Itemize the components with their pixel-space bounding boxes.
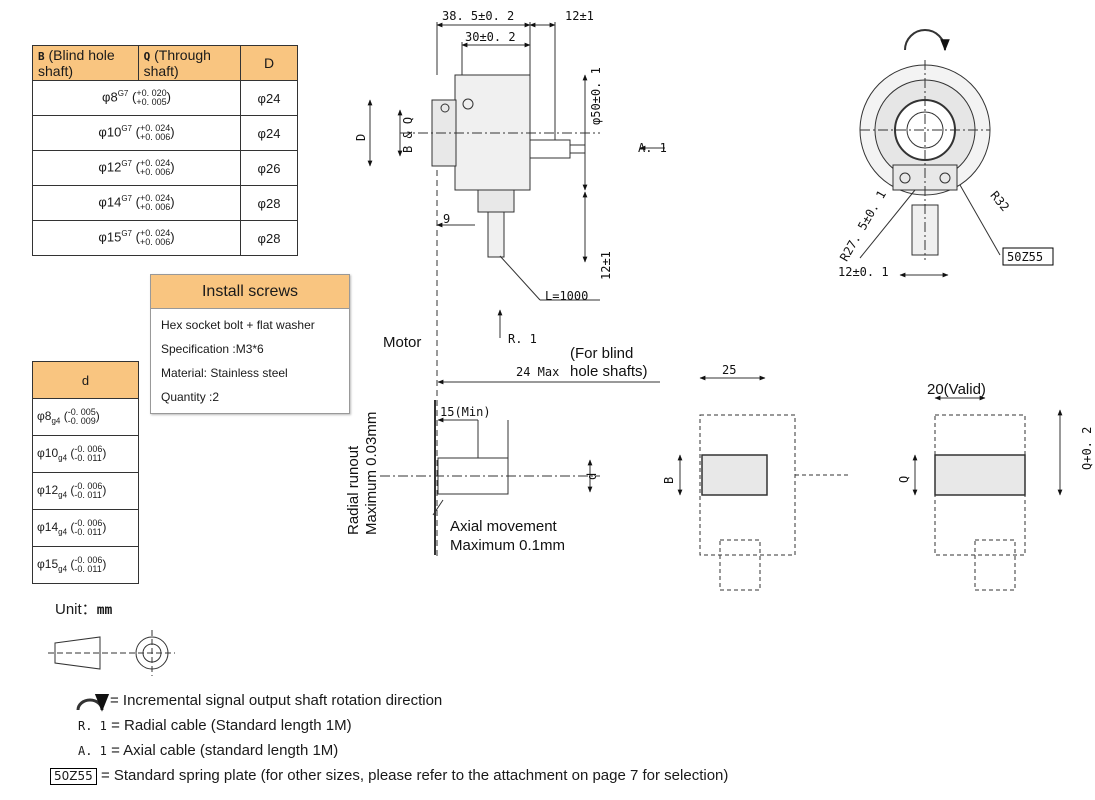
radial-runout-max: Maximum 0.03mm: [363, 412, 380, 535]
dim-12-front: 12±0. 1: [838, 265, 889, 279]
dim-50: φ50±0. 1: [589, 67, 603, 125]
projection-symbol-icon: [54, 636, 101, 670]
axial-movement-max: Maximum 0.1mm: [450, 537, 565, 554]
blind-note-2: hole shafts): [570, 363, 648, 380]
dim-30: 30±0. 2: [465, 30, 516, 44]
shaft-size-cell: φ12G7 (+0. 024+0. 006): [32, 150, 241, 186]
legend-rotation: = Incremental signal output shaft rotati…: [110, 692, 443, 709]
install-line: Hex socket bolt + flat washer: [161, 318, 315, 332]
dim-12-top: 12±1: [565, 9, 594, 23]
cable-length: L=1000: [545, 289, 588, 303]
screw-icon: [440, 103, 450, 113]
blind-hole-shaft: [701, 454, 768, 496]
header-d: D: [240, 45, 298, 81]
install-line: Material: Stainless steel: [161, 366, 288, 380]
cable-radial: [487, 211, 505, 258]
radial-runout: Radial runout: [345, 445, 362, 535]
dim-R32: R32: [987, 188, 1012, 214]
cable-gland-radial: [477, 189, 515, 213]
legend-radial: R. 1 = Radial cable (Standard length 1M): [78, 717, 352, 734]
d-cell: φ15g4 (-0. 006-0. 011): [32, 546, 139, 584]
rotation-arrow-icon: [904, 29, 950, 52]
screw-icon: [462, 98, 474, 110]
d-row: φ15g4 (-0. 006-0. 011): [32, 546, 139, 584]
shaft-size-cell: φ10G7 (+0. 024+0. 006): [32, 115, 241, 151]
label-BQ: B & Q: [401, 117, 415, 153]
shaft-size-cell: φ14G7 (+0. 024+0. 006): [32, 185, 241, 221]
dim-20: 20(Valid): [927, 381, 986, 398]
through-shaft: [934, 454, 1026, 496]
d-row: φ10g4 (-0. 006-0. 011): [32, 435, 139, 473]
dim-R27: R27. 5±0. 1: [837, 188, 889, 264]
min-15: 15(Min): [440, 405, 491, 419]
label-D: D: [354, 134, 368, 141]
shaft-row: φ14G7 (+0. 024+0. 006)φ28: [32, 185, 298, 221]
max-24: 24 Max: [516, 365, 559, 379]
shaft-d-cell: φ28: [240, 185, 298, 221]
label-B: B: [662, 477, 676, 484]
shaft-d-cell: φ24: [240, 115, 298, 151]
label-Q: Q: [897, 476, 911, 483]
axial-movement: Axial movement: [450, 518, 558, 535]
shaft-row: φ12G7 (+0. 024+0. 006)φ26: [32, 150, 298, 186]
install-line: Specification :M3*6: [161, 342, 264, 356]
header-q: Q (Through shaft): [137, 45, 242, 81]
blind-note: (For blind: [570, 345, 633, 362]
radial-marker: R. 1: [508, 332, 537, 346]
dim-Q02: Q+0. 2: [1080, 427, 1094, 470]
header-b: B (Blind hole shaft): [32, 45, 139, 81]
d-cell: φ10g4 (-0. 006-0. 011): [32, 435, 139, 473]
shaft-row: φ10G7 (+0. 024+0. 006)φ24: [32, 115, 298, 151]
label-d: d: [585, 473, 599, 480]
shaft-row: φ15G7 (+0. 024+0. 006)φ28: [32, 220, 298, 256]
dim-25: 25: [722, 363, 736, 377]
d-cell: φ14g4 (-0. 006-0. 011): [32, 509, 139, 547]
shaft-size-table: B (Blind hole shaft) Q (Through shaft) D…: [32, 45, 298, 256]
install-screws-title: Install screws: [151, 275, 349, 309]
spring-code: 50Z55: [1007, 250, 1043, 264]
dim-38-5: 38. 5±0. 2: [442, 9, 514, 23]
dim-9: 9: [443, 212, 450, 226]
cable-gland-axial: [530, 139, 571, 159]
unit-label: Unit：mm: [55, 601, 113, 618]
shaft-size-cell: φ15G7 (+0. 024+0. 006): [32, 220, 241, 256]
d-row: φ14g4 (-0. 006-0. 011): [32, 509, 139, 547]
d-table-header: d: [32, 361, 139, 399]
legend-axial: A. 1 = Axial cable (standard length 1M): [78, 742, 339, 759]
d-tolerance-table: d φ8g4 (-0. 005-0. 009)φ10g4 (-0. 006-0.…: [32, 361, 139, 584]
shaft-d-cell: φ28: [240, 220, 298, 256]
rotation-arrow-icon: [76, 693, 110, 712]
dim-12-side: 12±1: [599, 251, 613, 280]
shaft-d-cell: φ24: [240, 80, 298, 116]
install-line: Quantity :2: [161, 390, 220, 404]
legend-spring: 50Z55 = Standard spring plate (for other…: [50, 767, 728, 785]
axial-marker: A. 1: [638, 141, 667, 155]
install-screws-box: Install screws Hex socket bolt + flat wa…: [150, 274, 350, 414]
motor-label: Motor: [383, 334, 421, 351]
